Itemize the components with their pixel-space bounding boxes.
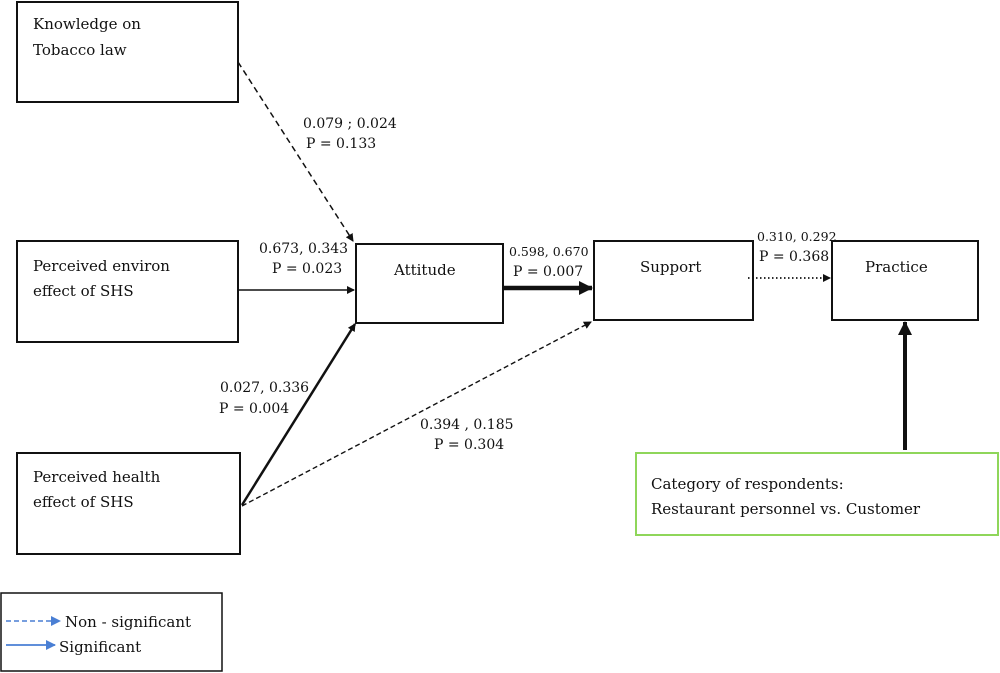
label-health-support-p: P = 0.304 — [434, 437, 504, 453]
node-health-line1: Perceived health — [33, 468, 161, 486]
node-health-line2: effect of SHS — [33, 493, 134, 511]
edge-health-support — [241, 321, 592, 507]
node-attitude-label: Attitude — [393, 261, 456, 279]
label-environ-attitude-p: P = 0.023 — [272, 261, 342, 277]
label-knowledge-attitude-p: P = 0.133 — [306, 136, 376, 152]
legend-non-significant-label: Non - significant — [65, 613, 191, 631]
node-category-line1: Category of respondents: — [651, 475, 844, 493]
label-health-attitude-p: P = 0.004 — [219, 401, 289, 417]
node-environ: Perceived environ effect of SHS — [16, 240, 239, 343]
node-health: Perceived health effect of SHS — [16, 452, 241, 555]
label-health-support-coef: 0.394 , 0.185 — [420, 417, 514, 433]
edge-knowledge-attitude — [237, 61, 354, 242]
node-knowledge-line2: Tobacco law — [33, 41, 127, 59]
label-knowledge-attitude-coef: 0.079 ; 0.024 — [303, 116, 397, 132]
node-support-label: Support — [640, 258, 701, 276]
label-attitude-support-p: P = 0.007 — [513, 264, 583, 280]
label-environ-attitude-coef: 0.673, 0.343 — [259, 241, 348, 257]
label-support-practice-p: P = 0.368 — [759, 249, 829, 265]
label-support-practice-coef: 0.310, 0.292 — [757, 229, 837, 244]
edge-health-attitude — [240, 323, 357, 506]
node-environ-line1: Perceived environ — [33, 257, 170, 275]
label-attitude-support-coef: 0.598, 0.670 — [509, 244, 589, 259]
node-environ-line2: effect of SHS — [33, 282, 134, 300]
legend: Non - significant Significant — [0, 592, 223, 672]
node-support: Support — [593, 240, 754, 321]
label-health-attitude-coef: 0.027, 0.336 — [220, 380, 309, 396]
node-category: Category of respondents: Restaurant pers… — [635, 452, 999, 536]
node-category-line2: Restaurant personnel vs. Customer — [651, 500, 921, 518]
node-attitude: Attitude — [355, 243, 504, 324]
legend-significant-label: Significant — [59, 638, 141, 656]
node-practice-label: Practice — [865, 258, 928, 276]
node-practice: Practice — [831, 240, 979, 321]
node-knowledge: Knowledge on Tobacco law — [16, 1, 239, 103]
node-knowledge-line1: Knowledge on — [33, 15, 141, 33]
